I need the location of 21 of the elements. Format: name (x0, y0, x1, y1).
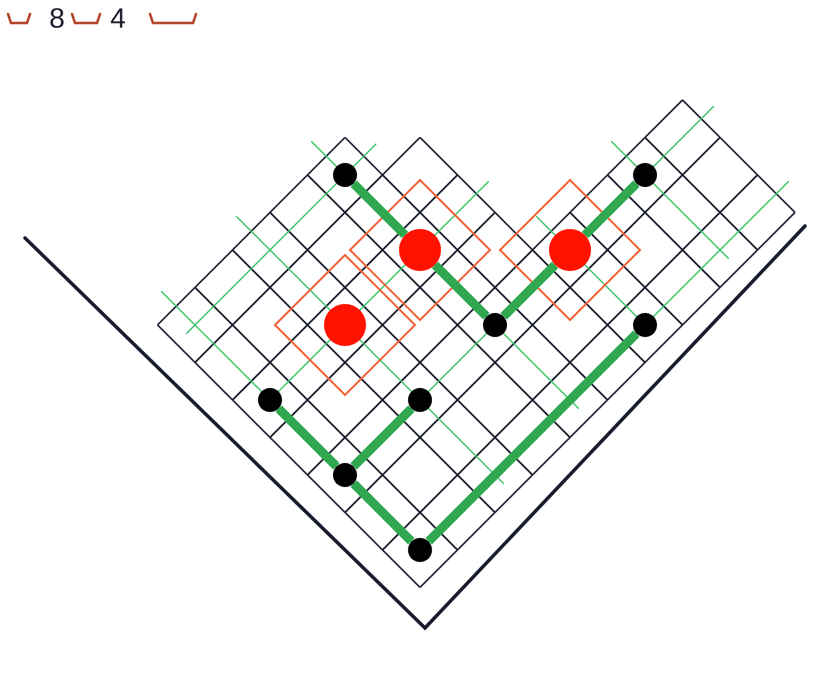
dot (408, 538, 432, 562)
dot (333, 163, 357, 187)
connector-line (425, 330, 640, 545)
dot (408, 388, 432, 412)
connector-line (582, 180, 640, 238)
large-dot (549, 229, 591, 271)
dot (633, 163, 657, 187)
dot (633, 313, 657, 337)
digit-label: 4 (110, 8, 125, 28)
connector-line (350, 480, 415, 545)
connector-line (275, 405, 340, 470)
large-dot (399, 229, 441, 271)
digit-label: 8 (50, 8, 64, 28)
connector-line (350, 405, 415, 470)
connector-line (432, 262, 490, 320)
dot (483, 313, 507, 337)
dot (333, 463, 357, 487)
dot (258, 388, 282, 412)
connector-line (350, 180, 408, 238)
connector-line (500, 262, 558, 320)
large-dot (324, 304, 366, 346)
